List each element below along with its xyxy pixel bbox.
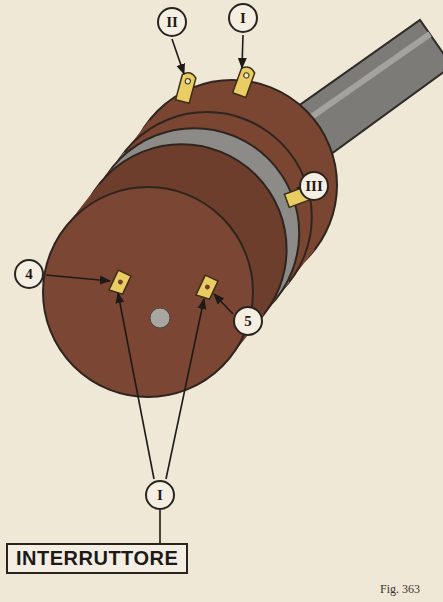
callout-number: II [166, 15, 178, 30]
connector-line [159, 510, 161, 543]
callout-circle: I [228, 3, 258, 33]
callout-circle: III [299, 171, 329, 201]
callout-circle: 5 [233, 306, 263, 336]
leader-line [46, 275, 110, 281]
callout-number: I [157, 488, 163, 503]
leader-line [242, 35, 243, 68]
callout-number: III [305, 179, 323, 194]
callout-number: 4 [25, 267, 33, 282]
part-label: INTERRUTTORE [16, 547, 178, 569]
callout-circle: I [145, 480, 175, 510]
figure-caption: Fig. 363 [380, 582, 420, 597]
terminal-lug [233, 65, 256, 98]
leader-line [118, 293, 154, 479]
leader-line [172, 39, 184, 74]
callout-number: I [240, 11, 246, 26]
centre-pin [150, 308, 170, 328]
switch-lug [109, 270, 131, 296]
leader-line [166, 299, 204, 479]
callout-number: 5 [244, 314, 252, 329]
callout-circle: 4 [14, 259, 44, 289]
leader-line [214, 294, 233, 314]
body-disc [43, 187, 253, 397]
callout-circle: II [157, 7, 187, 37]
terminal-lug [176, 71, 197, 103]
label-box: INTERRUTTORE [6, 543, 188, 574]
switch-lug [196, 275, 218, 301]
